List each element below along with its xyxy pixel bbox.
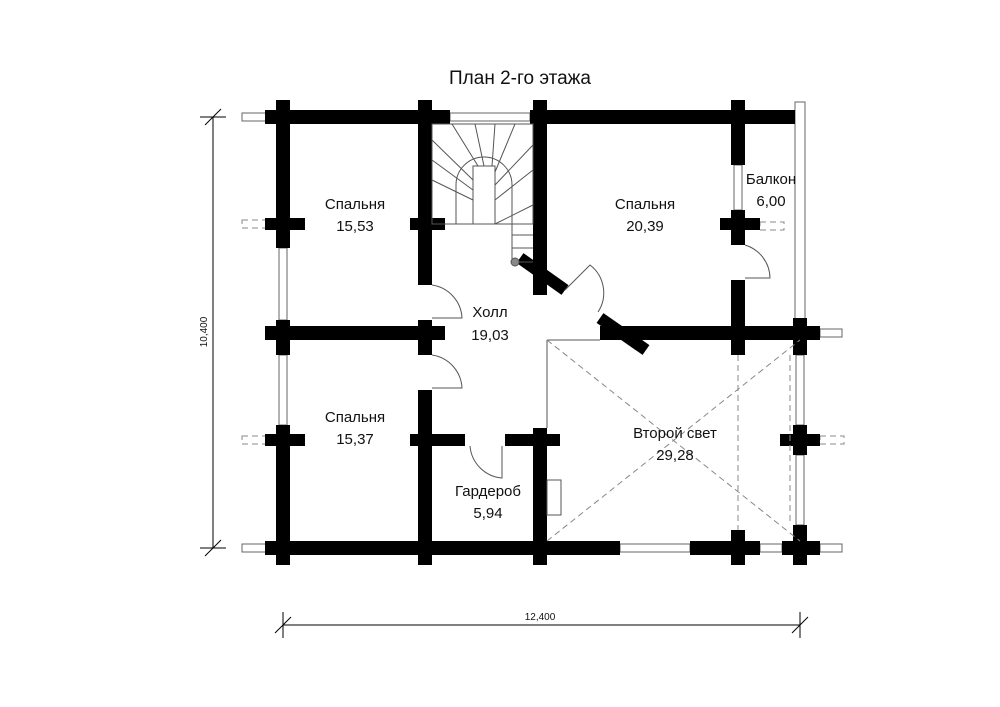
- dimension-width: 12,400: [274, 612, 809, 638]
- staircase: [431, 123, 534, 267]
- second-light-void: [546, 339, 801, 542]
- width-label: 12,400: [525, 612, 556, 623]
- svg-text:5,94: 5,94: [473, 505, 502, 522]
- room-bedroom-3: Спальня 15,37: [325, 409, 385, 448]
- plan-title: План 2-го этажа: [449, 68, 591, 89]
- svg-text:20,39: 20,39: [626, 218, 664, 235]
- room-bedroom-1: Спальня 15,53: [325, 196, 385, 235]
- svg-text:Холл: Холл: [472, 304, 507, 321]
- svg-text:Балкон: Балкон: [746, 171, 796, 188]
- walls: [265, 100, 820, 565]
- svg-text:15,53: 15,53: [336, 218, 374, 235]
- svg-text:Спальня: Спальня: [325, 196, 385, 213]
- svg-text:Второй свет: Второй свет: [633, 425, 717, 442]
- height-label: 10,400: [199, 316, 210, 347]
- room-wardrobe: Гардероб 5,94: [455, 483, 521, 522]
- svg-text:Гардероб: Гардероб: [455, 483, 521, 500]
- room-hall: Холл 19,03: [471, 304, 509, 344]
- svg-text:19,03: 19,03: [471, 327, 509, 344]
- svg-text:Спальня: Спальня: [325, 409, 385, 426]
- dimension-height: 10,400: [199, 108, 226, 557]
- svg-text:6,00: 6,00: [756, 193, 785, 210]
- doors: [431, 244, 771, 516]
- room-balcony: Балкон 6,00: [746, 171, 796, 210]
- svg-text:15,37: 15,37: [336, 431, 374, 448]
- room-bedroom-2: Спальня 20,39: [615, 196, 675, 235]
- room-second-light: Второй свет 29,28: [633, 425, 717, 464]
- svg-text:Спальня: Спальня: [615, 196, 675, 213]
- svg-text:29,28: 29,28: [656, 447, 694, 464]
